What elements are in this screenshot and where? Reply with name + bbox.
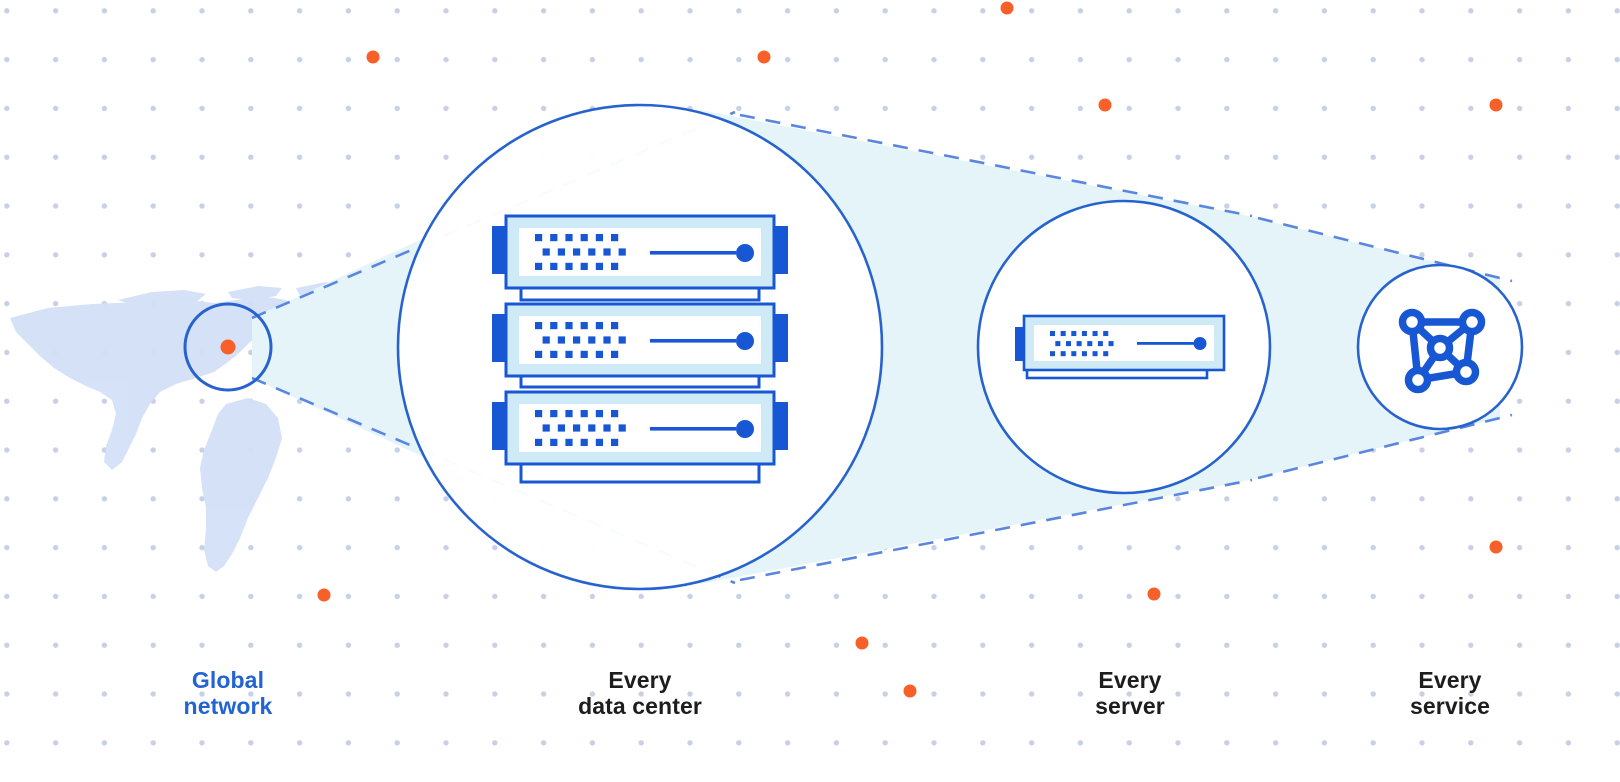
server-unit-2 (492, 302, 788, 378)
server-status-dot (736, 244, 754, 262)
network-node (1398, 308, 1426, 336)
orange-dot (1489, 98, 1503, 112)
stage-label-global-network: Global network (183, 667, 273, 719)
server-rack (492, 214, 788, 484)
stage-every-server[interactable] (976, 199, 1272, 495)
globe-highlight-circle (183, 302, 273, 392)
server-status-dot (1193, 337, 1207, 350)
network-nodes-icon (1398, 308, 1486, 394)
orange-dot (366, 50, 380, 64)
server-unit-1 (492, 214, 788, 290)
stage-label-every-data-center: Every data center (578, 667, 702, 719)
orange-dot (855, 636, 869, 650)
stage-global-network[interactable] (183, 302, 273, 392)
single-server (1015, 314, 1226, 380)
orange-accent-dots (317, 1, 1503, 698)
network-node (1452, 358, 1480, 386)
orange-dot (1489, 540, 1503, 554)
network-node-dots (1398, 308, 1486, 394)
orange-dot (903, 684, 917, 698)
server-status-line (650, 251, 736, 255)
stage-every-data-center[interactable] (396, 103, 884, 591)
global-network-marker-dot (220, 339, 236, 355)
server-unit-3 (492, 390, 788, 466)
network-node (1404, 366, 1432, 394)
stage-label-every-service: Every service (1410, 667, 1490, 719)
server-status-line (650, 339, 736, 343)
stage-label-every-server: Every server (1095, 667, 1165, 719)
server-status-dot (736, 420, 754, 438)
network-node-center (1426, 334, 1454, 362)
server-status-line (650, 427, 736, 431)
server-status-line (1137, 342, 1194, 345)
orange-dot (317, 588, 331, 602)
server-status-dot (736, 332, 754, 350)
stage-every-service[interactable] (1356, 263, 1524, 431)
orange-dot (1098, 98, 1112, 112)
orange-dot (1147, 587, 1161, 601)
network-node (1458, 308, 1486, 336)
orange-dot (1000, 1, 1014, 15)
orange-dot (757, 50, 771, 64)
